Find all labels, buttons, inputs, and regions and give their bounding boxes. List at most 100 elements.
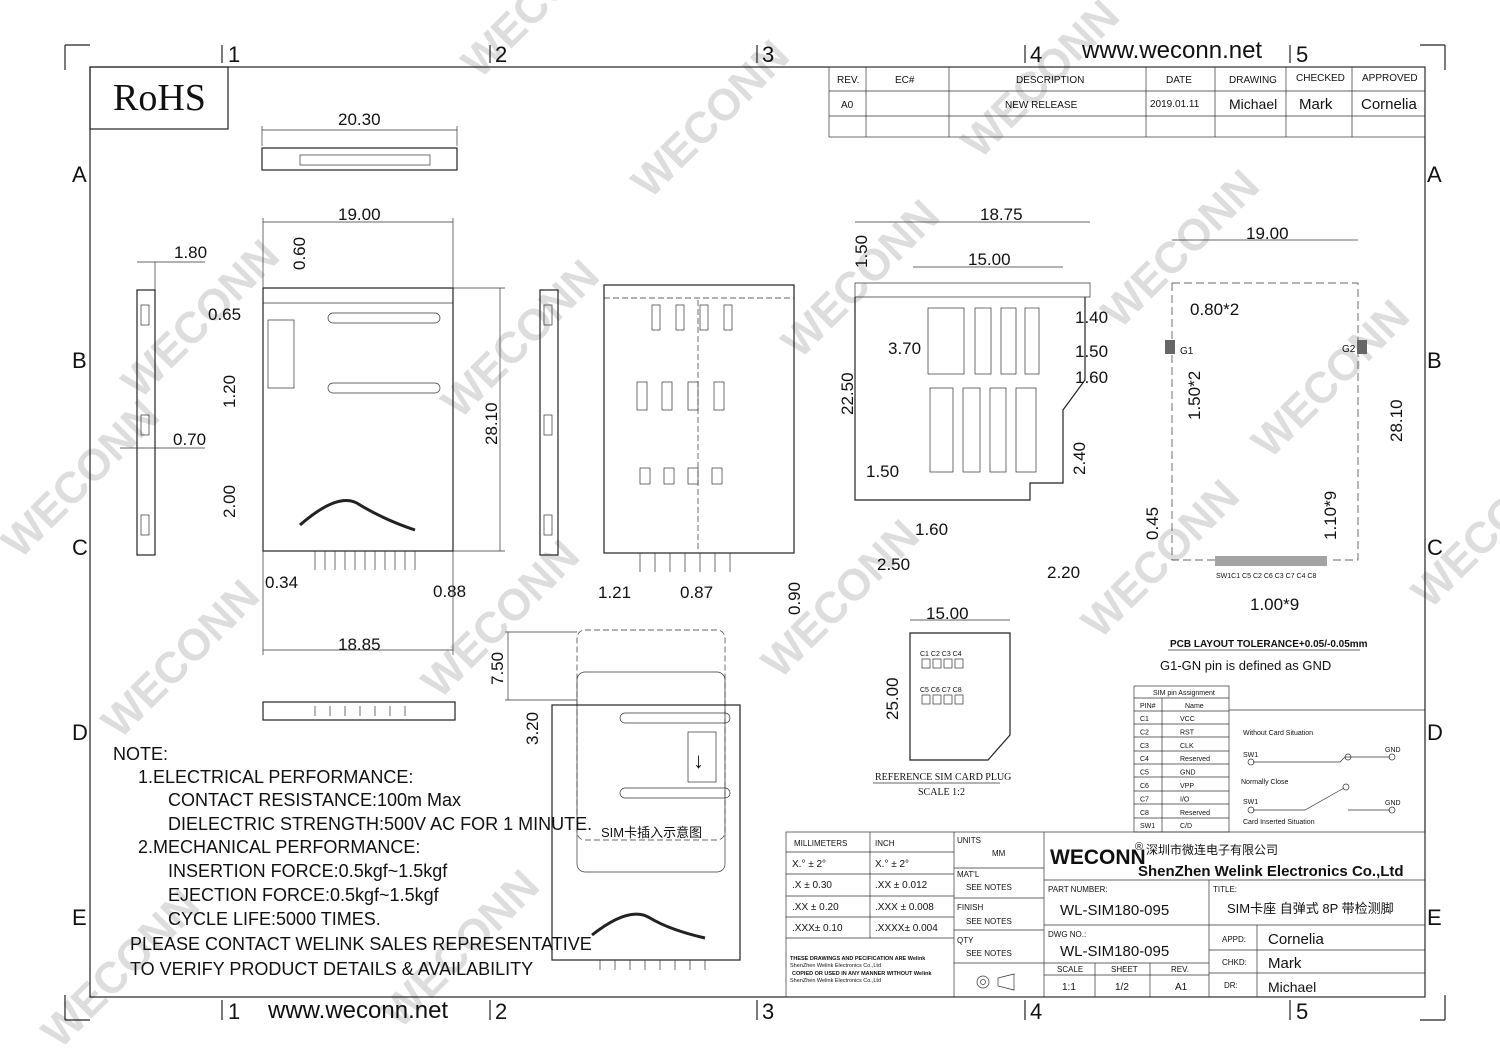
dim-0-70: 0.70 [173, 430, 206, 449]
pcb-tolerance: PCB LAYOUT TOLERANCE+0.05/-0.05mm [1170, 639, 1368, 650]
name-header: Name [1185, 703, 1204, 710]
switch-sw1: SW1 [1243, 752, 1258, 759]
drawing-value: Michael [1229, 96, 1277, 112]
scale-value: 1:1 [1062, 982, 1076, 993]
zone-row-c: C [72, 535, 88, 560]
note-line: CONTACT RESISTANCE:100m Max [168, 790, 461, 810]
tol-value: .XX ± 0.20 [792, 902, 839, 913]
pcb-gnd-note: G1-GN pin is defined as GND [1160, 658, 1331, 673]
drawing-title: SIM卡座 自弹式 8P 带检测脚 [1227, 901, 1394, 916]
dim-0-60: 0.60 [290, 237, 309, 270]
dim-0-65: 0.65 [208, 305, 241, 324]
tol-mm-header: MILLIMETERS [794, 839, 847, 848]
switch-gnd: GND [1385, 747, 1401, 754]
disclaimer-line: COPIED OR USED IN ANY MANNER WITHOUT Wel… [792, 971, 932, 977]
dim-18-85: 18.85 [338, 635, 381, 654]
note-line: TO VERIFY PRODUCT DETAILS & AVAILABILITY [130, 959, 533, 979]
dim-pcb-width: 19.00 [1246, 224, 1289, 243]
dim-7-50: 7.50 [488, 652, 507, 685]
part-number: WL-SIM180-095 [1060, 902, 1169, 919]
rev-label: REV. [1171, 965, 1189, 974]
date-value: 2019.01.11 [1150, 99, 1200, 110]
chkd-label: CHKD: [1222, 958, 1247, 967]
zone-col-3: 3 [762, 999, 774, 1024]
tol-value: X.° ± 2° [875, 859, 909, 870]
dim-top-width: 20.30 [338, 110, 381, 129]
tol-value: .XXXX± 0.004 [875, 923, 938, 934]
dim-15-00: 15.00 [968, 250, 1011, 269]
appd-value: Cornelia [1268, 931, 1325, 948]
rev-header: REV. [837, 75, 859, 86]
insert-caption: SIM卡插入示意图 [601, 825, 702, 840]
pin-name: RST [1180, 729, 1195, 736]
website-bottom: www.weconn.net [267, 997, 448, 1024]
dim-1-21: 1.21 [598, 583, 631, 602]
pin-table-title: SIM pin Assignment [1153, 690, 1215, 697]
note-line: INSERTION FORCE:0.5kgf~1.5kgf [168, 861, 448, 881]
dim-1-50: 1.50 [1075, 342, 1108, 361]
switch-sw1: SW1 [1243, 799, 1258, 806]
dim-2-40: 2.40 [1070, 442, 1089, 475]
tol-value: .X ± 0.30 [792, 880, 832, 891]
watermark: WECONN [452, 0, 628, 87]
main-view: 19.00 28.10 0.60 0.65 1.20 2.00 0.34 0.8… [208, 205, 505, 655]
sheet-border [89, 66, 1426, 998]
note-line: PLEASE CONTACT WELINK SALES REPRESENTATI… [130, 934, 592, 954]
drawing-header: DRAWING [1229, 75, 1277, 86]
card-caption: REFERENCE SIM CARD PLUG [875, 772, 1011, 783]
zone-row-a: A [72, 162, 87, 187]
zone-row-e: E [1427, 905, 1442, 930]
dim-1-10x9: 1.10*9 [1321, 491, 1340, 540]
back-view: 1.21 0.87 0.90 [598, 284, 804, 615]
side-view-left: 1.80 0.70 [120, 243, 207, 556]
description-header: DESCRIPTION [1016, 75, 1084, 86]
top-view: 20.30 [261, 110, 458, 171]
dr-value: Michael [1268, 979, 1316, 995]
pcb-pin-labels: SW1C1 C5 C2 C6 C3 C7 C4 C8 [1216, 573, 1316, 580]
finish-label: FINISH [957, 903, 983, 912]
pcb-g2-label: G2 [1342, 344, 1356, 355]
dim-3-20: 3.20 [523, 712, 542, 745]
revision-table: REV. EC# DESCRIPTION DATE DRAWING CHECKE… [828, 66, 1426, 138]
dim-1-60-bottom: 1.60 [915, 520, 948, 539]
rohs-label: RoHS [113, 77, 206, 119]
pin-header: PIN# [1140, 703, 1156, 710]
zone-col-1: 1 [228, 42, 240, 67]
zone-col-4: 4 [1030, 42, 1042, 67]
registered-mark: ® [1135, 841, 1143, 853]
pin-id: C5 [1140, 770, 1149, 777]
part-number-label: PART NUMBER: [1048, 885, 1108, 894]
switch-card-inserted: Card Inserted Situation [1243, 819, 1315, 826]
dwg-number: WL-SIM180-095 [1060, 943, 1169, 960]
dim-3-70: 3.70 [888, 339, 921, 358]
zone-col-4: 4 [1030, 999, 1042, 1024]
pin-name: VPP [1180, 783, 1194, 790]
pin-id: SW1 [1140, 823, 1155, 830]
dim-pcb-height: 28.10 [1387, 399, 1406, 442]
dim-19-00: 19.00 [338, 205, 381, 224]
tol-inch-header: INCH [875, 839, 895, 848]
note-line: CYCLE LIFE:5000 TIMES. [168, 909, 381, 929]
watermark: WECONN [432, 251, 608, 427]
dim-28-10: 28.10 [482, 402, 501, 445]
company-name-en: ShenZhen Welink Electronics Co.,Ltd [1138, 863, 1404, 880]
zone-col-1: 1 [228, 999, 240, 1024]
pin-id: C4 [1140, 756, 1149, 763]
dim-1-20: 1.20 [220, 375, 239, 408]
pin-name: VCC [1180, 716, 1195, 723]
brand-logo: WECONN [1050, 846, 1146, 869]
title-block: MILLIMETERS INCH X.° ± 2° X.° ± 2° .X ± … [785, 831, 1426, 998]
pin-id: C2 [1140, 729, 1149, 736]
disclaimer-line: ShenZhen Welink Electronics Co.,Ltd [790, 963, 881, 969]
pin-name: Reserved [1180, 810, 1210, 817]
contact-layout-view: 18.75 15.00 1.50 1.40 3.70 1.50 1.60 22.… [838, 205, 1108, 582]
zone-row-e: E [72, 905, 87, 930]
dim-1-60: 1.60 [1075, 368, 1108, 387]
dim-1-50-left: 1.50 [866, 462, 899, 481]
zone-row-b: B [1427, 348, 1442, 373]
units-label: UNITS [957, 836, 981, 845]
dim-1-00x9: 1.00*9 [1250, 595, 1299, 614]
pin-name: C/D [1180, 823, 1192, 830]
